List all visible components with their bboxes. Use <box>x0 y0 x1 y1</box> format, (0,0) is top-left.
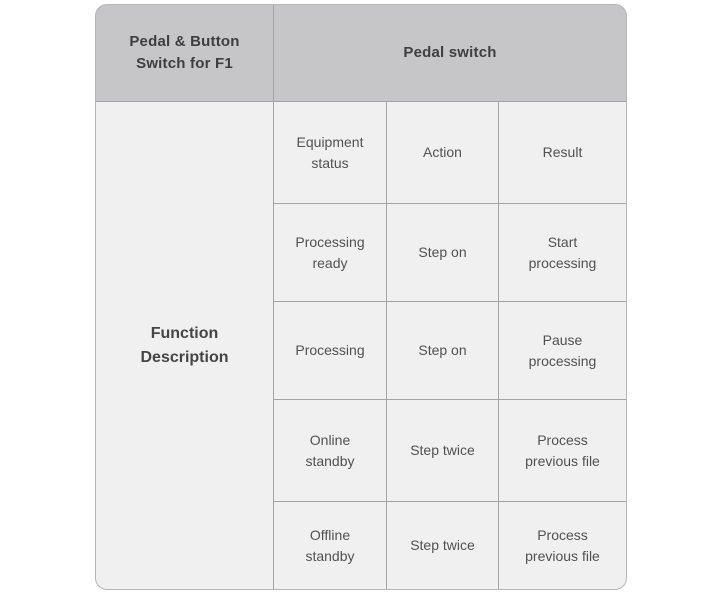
table-header-left-title: Pedal & Button Switch for F1 <box>96 5 273 101</box>
table-row-cell-action: Step on <box>387 204 498 301</box>
table-header-pedal-switch: Pedal switch <box>274 5 626 101</box>
column-header-action: Action <box>387 102 498 203</box>
table-row-cell-equipment-status: Online standby <box>274 400 386 501</box>
table-row-cell-equipment-status: Processing <box>274 302 386 399</box>
table-row-cell-result: Start processing <box>499 204 626 301</box>
function-description-cell: Function Description <box>96 102 273 589</box>
column-header-result: Result <box>499 102 626 203</box>
table-row-cell-equipment-status: Processing ready <box>274 204 386 301</box>
table-row-cell-result: Process previous file <box>499 502 626 589</box>
column-header-equipment-status: Equipment status <box>274 102 386 203</box>
table-row-cell-action: Step twice <box>387 400 498 501</box>
pedal-switch-table: Pedal & Button Switch for F1 Pedal switc… <box>95 4 627 590</box>
table-row-cell-action: Step on <box>387 302 498 399</box>
table-row-cell-result: Pause processing <box>499 302 626 399</box>
table-row-cell-action: Step twice <box>387 502 498 589</box>
table-row-cell-result: Process previous file <box>499 400 626 501</box>
table-row-cell-equipment-status: Offline standby <box>274 502 386 589</box>
